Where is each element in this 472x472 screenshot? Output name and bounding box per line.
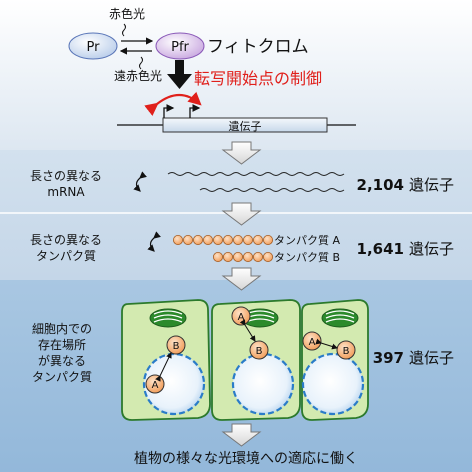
row1-label-line2: mRNA <box>47 185 85 199</box>
conclusion-text: 植物の様々な光環境への適応に働く <box>134 450 358 467</box>
protein-a-bead <box>202 234 213 245</box>
row2-label-line1: 長さの異なる <box>30 233 102 247</box>
marker-a-2-label: A <box>238 312 245 323</box>
cell-1: B A <box>121 299 211 421</box>
chloroplast-3-icon <box>321 308 359 328</box>
marker-b-2-label: B <box>256 346 263 357</box>
vacuole-2 <box>231 352 295 416</box>
mrna-long <box>167 172 345 176</box>
flow-arrow-4-icon <box>221 423 262 447</box>
protein-b-label: タンパク質 B <box>274 250 340 264</box>
row2-unit: 遺伝子 <box>409 240 454 258</box>
row1-label-line1: 長さの異なる <box>30 169 102 183</box>
red-light-wave-icon <box>122 23 126 37</box>
protein-a-chain <box>172 234 273 245</box>
row3-label-line2: 存在場所 <box>38 338 86 352</box>
tss-control-label: 転写開始点の制御 <box>194 69 322 88</box>
protein-b-bead <box>212 251 223 262</box>
flow-arrow-1-icon <box>221 141 262 165</box>
row3-label-line4: タンパク質 <box>32 369 92 384</box>
row2-count: 1,641 <box>357 240 404 258</box>
marker-b-3-label: B <box>343 346 350 357</box>
row3-label-line1: 細胞内での <box>32 322 92 336</box>
protein-a-bead <box>262 234 273 245</box>
row1-unit: 遺伝子 <box>409 176 454 194</box>
row1-curved-arrow-icon <box>133 171 147 192</box>
marker-a-3-label: A <box>309 337 316 348</box>
down-arrow-head-icon <box>167 74 192 89</box>
row1-count: 2,104 <box>357 176 404 194</box>
marker-b-1-label: B <box>173 341 180 352</box>
protein-b-bead <box>252 251 263 262</box>
pr-label: Pr <box>87 40 101 55</box>
row3-count: 397 <box>373 349 404 367</box>
vacuole-3 <box>301 352 365 416</box>
red-light-label: 赤色光 <box>109 7 145 21</box>
mrna-short <box>199 188 345 192</box>
protein-a-bead <box>232 234 243 245</box>
tss-marker-2 <box>189 104 201 118</box>
row3-label-line3: が異なる <box>38 353 86 368</box>
protein-a-bead <box>182 234 193 245</box>
protein-a-bead <box>172 234 183 245</box>
tss-shift-arrow <box>144 91 202 116</box>
protein-b-bead <box>242 251 253 262</box>
protein-a-label: タンパク質 A <box>274 233 340 247</box>
far-red-light-label: 遠赤色光 <box>114 69 162 83</box>
row2-label-line2: タンパク質 <box>36 248 96 263</box>
protein-b-bead <box>222 251 233 262</box>
protein-a-bead <box>192 234 203 245</box>
pfr-node <box>155 32 205 60</box>
cell-3: A B <box>301 299 369 421</box>
flow-arrow-3-icon <box>221 267 262 291</box>
down-arrow-shaft <box>175 60 184 76</box>
marker-b-1 <box>166 335 186 355</box>
marker-b-2 <box>249 340 269 360</box>
chloroplast-1-icon <box>149 308 187 328</box>
flow-arrow-2-icon <box>221 202 262 226</box>
protein-b-bead <box>232 251 243 262</box>
phytochrome-label: フィトクロム <box>207 37 309 57</box>
protein-a-bead <box>242 234 253 245</box>
protein-a-bead <box>212 234 223 245</box>
cell-2: A B <box>211 299 301 421</box>
row3-unit: 遺伝子 <box>409 349 454 367</box>
pfr-label: Pfr <box>171 40 189 55</box>
row2-curved-arrow-icon <box>147 231 161 252</box>
gene-box <box>162 117 328 133</box>
pr-node <box>68 32 118 60</box>
protein-a-bead <box>222 234 233 245</box>
tss-marker-1 <box>163 104 175 118</box>
protein-b-chain <box>212 251 273 262</box>
marker-b-3 <box>336 340 356 360</box>
protein-a-bead <box>252 234 263 245</box>
protein-b-bead <box>262 251 273 262</box>
gene-label: 遺伝子 <box>229 119 262 133</box>
marker-a-1-label: A <box>152 380 159 391</box>
far-red-wave-icon <box>139 56 143 70</box>
